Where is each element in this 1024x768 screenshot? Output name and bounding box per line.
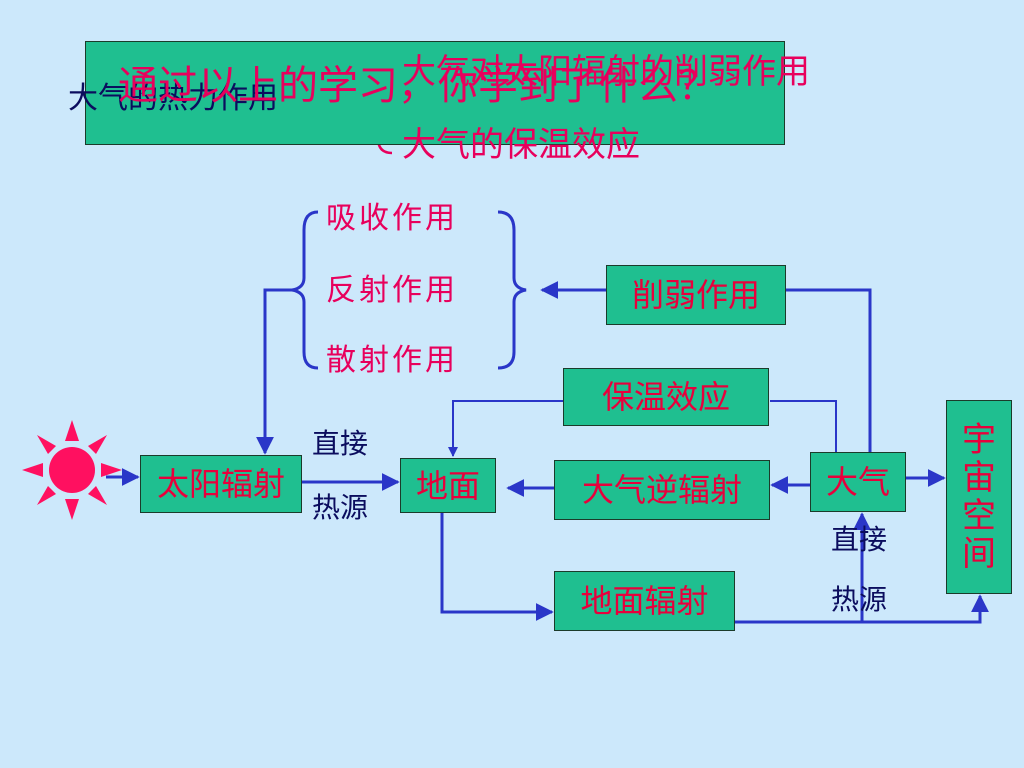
atmosphere-to-weakening-line — [786, 288, 872, 452]
solar-radiation-box: 太阳辐射 — [140, 455, 302, 513]
heat-source-label-1: 热源 — [312, 491, 369, 524]
ground-to-radiation-arrow — [440, 513, 554, 621]
direct-label-1: 直接 — [312, 427, 369, 460]
scatter-label: 散射作用 — [326, 343, 458, 378]
radiation-to-space-arrow — [735, 594, 989, 624]
insulation-to-ground-arrow — [448, 400, 563, 457]
title-item-weakening: 大气对太阳辐射的削弱作用 — [402, 52, 810, 92]
heat-source-label-2: 热源 — [831, 583, 888, 616]
atmosphere-to-insulation-line — [770, 400, 837, 452]
question-text: 通过以上的学习，你学到了什么？ — [118, 63, 718, 109]
brace-to-solar-arrow — [256, 288, 292, 455]
topic-label: 大气的热力作用 — [68, 81, 278, 116]
reflect-label: 反射作用 — [326, 273, 458, 308]
insulation-box: 保温效应 — [563, 368, 769, 426]
weakening-box: 削弱作用 — [606, 265, 786, 325]
space-char-3: 空 — [962, 496, 996, 536]
ground-box: 地面 — [400, 458, 496, 513]
space-box: 宇 宙 空 间 — [946, 400, 1012, 594]
space-char-1: 宇 — [962, 420, 996, 460]
effects-left-brace — [291, 210, 319, 370]
sun-icon — [22, 420, 122, 520]
title-item-insulation: 大气的保温效应 — [402, 125, 640, 165]
effects-right-brace — [497, 210, 527, 370]
direct-label-2: 直接 — [831, 523, 888, 556]
atmosphere-box: 大气 — [810, 452, 906, 512]
counter-radiation-box: 大气逆辐射 — [554, 460, 770, 520]
space-char-2: 宙 — [962, 458, 996, 498]
title-box — [85, 41, 785, 145]
absorb-label: 吸收作用 — [326, 201, 458, 236]
space-char-4: 间 — [962, 534, 996, 574]
ground-radiation-box: 地面辐射 — [554, 571, 735, 631]
